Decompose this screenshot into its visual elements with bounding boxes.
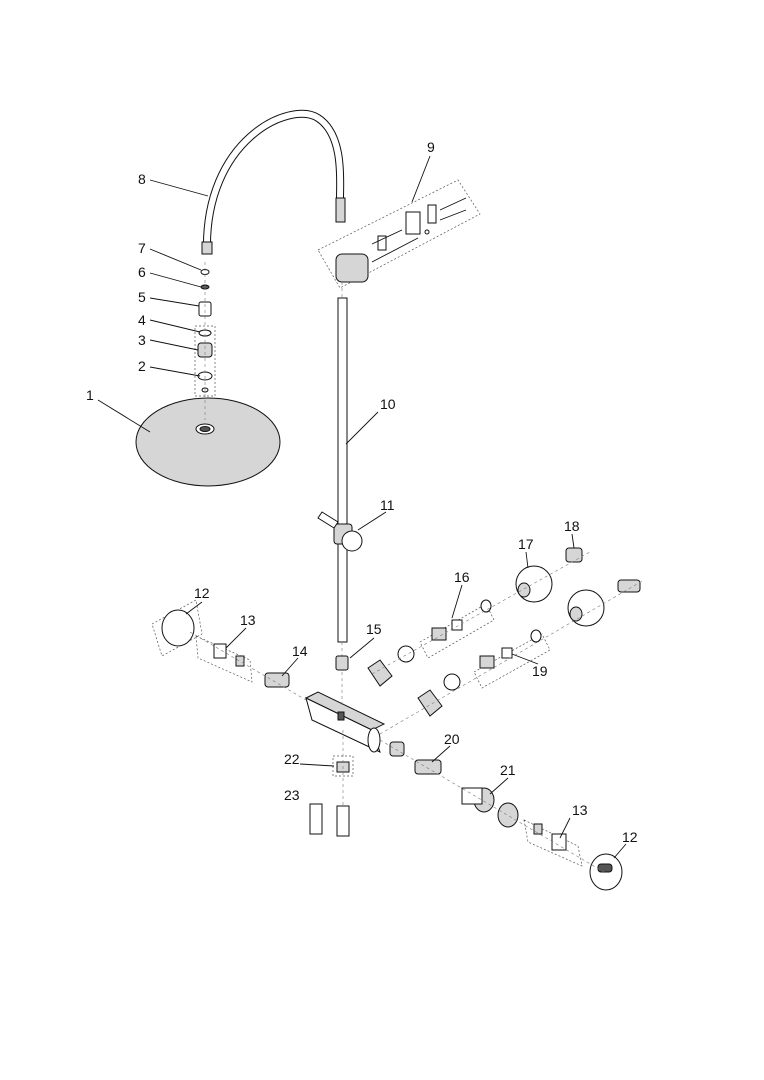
callout-9: 9 (427, 139, 435, 155)
left-handle-assembly (151, 599, 307, 701)
callout-12-left: 12 (194, 585, 210, 601)
callout-8: 8 (138, 171, 146, 187)
callout-17: 17 (518, 536, 534, 552)
gooseneck-arm (201, 109, 346, 255)
wall-bracket-kit (317, 179, 481, 289)
upper-outlet-assembly (367, 547, 591, 687)
callout-19: 19 (532, 663, 548, 679)
riser-rail (337, 282, 348, 643)
callout-7: 7 (138, 240, 146, 256)
connector-nut (335, 655, 349, 671)
callout-5: 5 (138, 289, 146, 305)
callout-12-right: 12 (622, 829, 638, 845)
right-handle-assembly (379, 739, 623, 891)
callout-22: 22 (284, 751, 300, 767)
callout-13-left: 13 (240, 612, 256, 628)
callout-14: 14 (292, 643, 308, 659)
lower-connectors (309, 730, 354, 837)
callout-4: 4 (138, 312, 146, 328)
callout-20: 20 (444, 731, 460, 747)
callout-3: 3 (138, 332, 146, 348)
callout-15: 15 (366, 621, 382, 637)
callout-labels: 1 2 3 4 5 6 7 8 9 10 11 12 13 14 15 16 1… (86, 139, 638, 845)
callout-2: 2 (138, 358, 146, 374)
callout-23: 23 (284, 787, 300, 803)
mixer-body (304, 642, 386, 753)
callout-10: 10 (380, 396, 396, 412)
callout-16: 16 (454, 569, 470, 585)
callout-11: 11 (380, 497, 395, 513)
shower-head-plate (135, 397, 281, 487)
callout-6: 6 (138, 264, 146, 280)
callout-13-right: 13 (572, 802, 588, 818)
leader-lines (97, 155, 627, 859)
hand-shower-slider (317, 511, 363, 552)
callout-1: 1 (86, 387, 94, 403)
lower-outlet-assembly (379, 579, 645, 735)
callout-21: 21 (500, 762, 516, 778)
callout-18: 18 (564, 518, 580, 534)
shower-head-fittings (194, 262, 216, 420)
